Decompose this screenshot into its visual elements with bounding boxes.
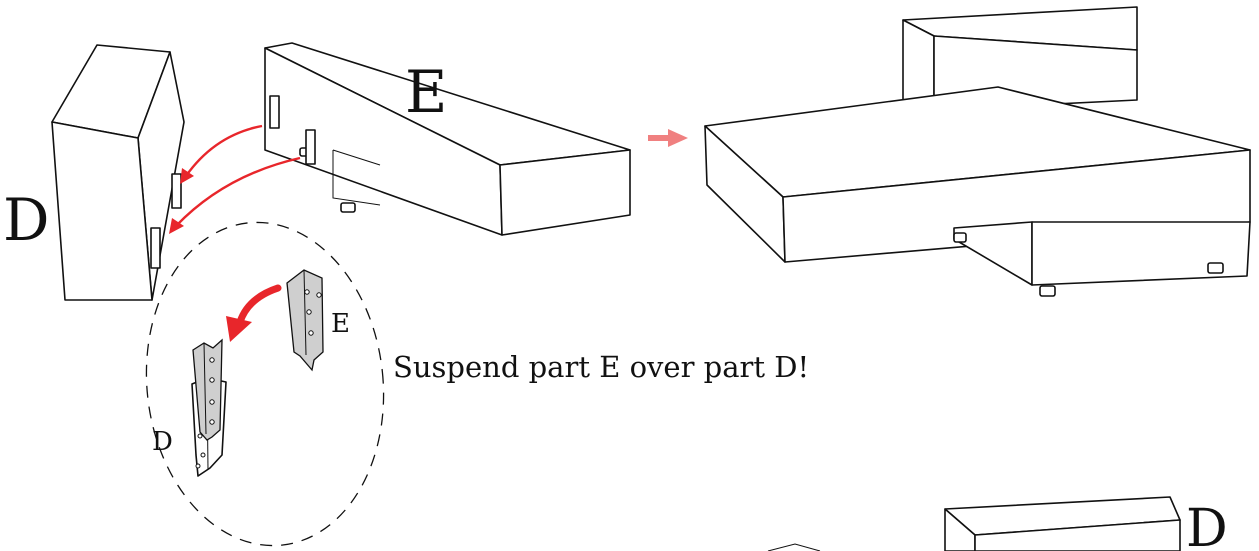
part-d-bottom-block (767, 496, 1181, 551)
bracket-e-detail (286, 269, 324, 372)
attach-arrows (169, 124, 301, 234)
part-e-block (264, 42, 631, 236)
step-arrow (648, 129, 688, 147)
label-bracket-d: D (152, 427, 173, 457)
label-part-e: E (405, 58, 447, 126)
label-part-d-bottom: D (1186, 499, 1228, 551)
assembled-result (704, 6, 1251, 297)
detail-callout (145, 221, 385, 547)
part-d-cabinet (51, 44, 185, 301)
bracket-d-detail (191, 338, 227, 477)
insert-arrow (226, 284, 282, 342)
label-bracket-e: E (331, 309, 350, 339)
instruction-caption: Suspend part E over part D! (393, 350, 809, 384)
label-part-d: D (3, 186, 50, 254)
